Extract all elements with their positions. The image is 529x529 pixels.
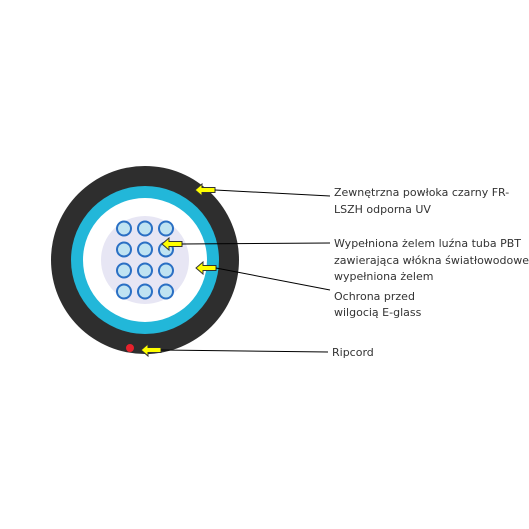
- label-ripcord: Ripcord: [332, 346, 374, 359]
- fiber-inner: [160, 264, 172, 277]
- fiber-inner: [139, 264, 151, 277]
- label-jacket: Zewnętrzna powłoka czarny FR- LSZH odpor…: [334, 186, 513, 216]
- label-moisture-line-1: Ochrona przed: [334, 290, 415, 303]
- label-ripcord-line-1: Ripcord: [332, 346, 374, 359]
- label-tube-line-2: zawierająca włókna światłowodowe: [334, 254, 529, 267]
- fiber-inner: [118, 264, 130, 277]
- fiber-group: [116, 220, 174, 300]
- loose-tube: [101, 216, 189, 304]
- fiber-inner: [118, 243, 130, 256]
- fiber-inner: [139, 222, 151, 235]
- label-jacket-line-1: Zewnętrzna powłoka czarny FR-: [334, 186, 509, 199]
- label-tube-line-3: wypełniona żelem: [334, 270, 433, 283]
- leader-moisture: [215, 267, 331, 291]
- label-tube: Wypełniona żelem luźna tuba PBT zawieraj…: [334, 237, 529, 283]
- label-tube-line-1: Wypełniona żelem luźna tuba PBT: [334, 237, 521, 250]
- fiber-inner: [118, 285, 130, 298]
- leader-ripcord: [160, 349, 329, 353]
- leader-jacket: [214, 189, 331, 197]
- ripcord: [126, 344, 134, 352]
- label-moisture-line-2: wilgocią E-glass: [334, 306, 422, 319]
- fiber-inner: [160, 222, 172, 235]
- leader-tube: [181, 242, 331, 245]
- fiber-inner: [160, 285, 172, 298]
- label-moisture: Ochrona przed wilgocią E-glass: [334, 290, 422, 319]
- fiber-inner: [139, 285, 151, 298]
- fiber-inner: [118, 222, 130, 235]
- label-jacket-line-2: LSZH odporna UV: [334, 203, 431, 216]
- fiber-inner: [139, 243, 151, 256]
